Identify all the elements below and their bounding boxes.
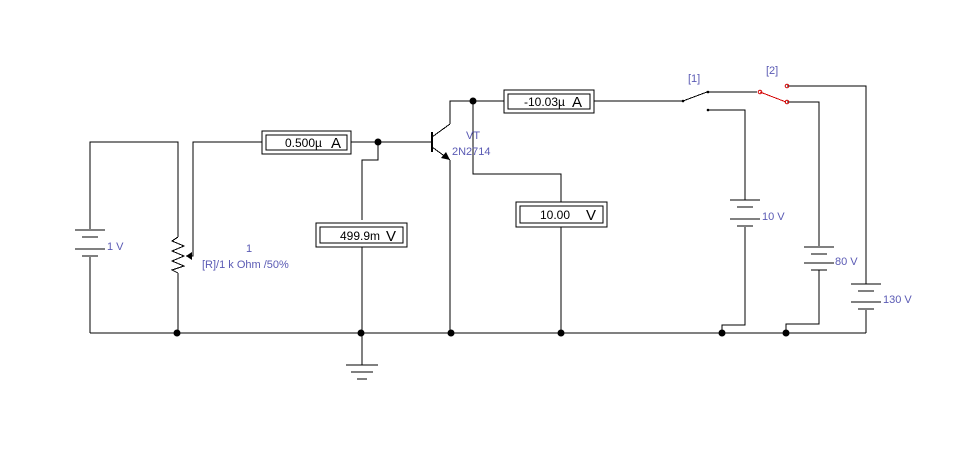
ground-icon — [346, 364, 378, 380]
transistor-ref: VT — [466, 130, 480, 142]
junction-dots — [173, 97, 790, 337]
potentiometer-description: [R]/1 k Ohm /50% — [202, 259, 289, 271]
battery-80v[interactable] — [804, 246, 834, 271]
potentiometer-number: 1 — [246, 243, 252, 255]
voltmeter-base-unit: V — [386, 228, 396, 245]
potentiometer[interactable] — [170, 236, 192, 274]
battery-80v-label: 80 V — [835, 256, 858, 268]
switch-2-label: [2] — [766, 65, 778, 77]
battery-130v-label: 130 V — [883, 294, 912, 306]
ammeter-collector-value: -10.03µ — [524, 95, 565, 109]
ammeter-base-current[interactable]: 0.500µ A — [261, 130, 352, 155]
battery-1v-label: 1 V — [107, 241, 124, 253]
ammeter-base-value: 0.500µ — [285, 136, 322, 150]
voltmeter-collector-unit: V — [586, 207, 596, 224]
wires — [89, 85, 867, 365]
ammeter-collector-current[interactable]: -10.03µ A — [503, 89, 595, 114]
transistor-npn[interactable] — [431, 123, 451, 161]
voltmeter-base-voltage[interactable]: 499.9m V — [315, 222, 408, 248]
battery-130v[interactable] — [851, 283, 881, 310]
switch-1-label: [1] — [688, 73, 700, 85]
voltmeter-collector-voltage[interactable]: 10.00 V — [515, 201, 608, 228]
ammeter-collector-unit: A — [572, 94, 582, 111]
ammeter-base-unit: A — [331, 135, 341, 152]
voltmeter-base-value: 499.9m — [340, 229, 380, 243]
battery-10v-label: 10 V — [762, 211, 785, 223]
battery-1v[interactable] — [75, 229, 105, 257]
voltmeter-collector-value: 10.00 — [540, 208, 570, 222]
transistor-model: 2N2714 — [452, 146, 491, 158]
switch-2[interactable] — [757, 83, 790, 105]
switch-1[interactable] — [681, 90, 710, 112]
battery-10v[interactable] — [730, 199, 760, 227]
